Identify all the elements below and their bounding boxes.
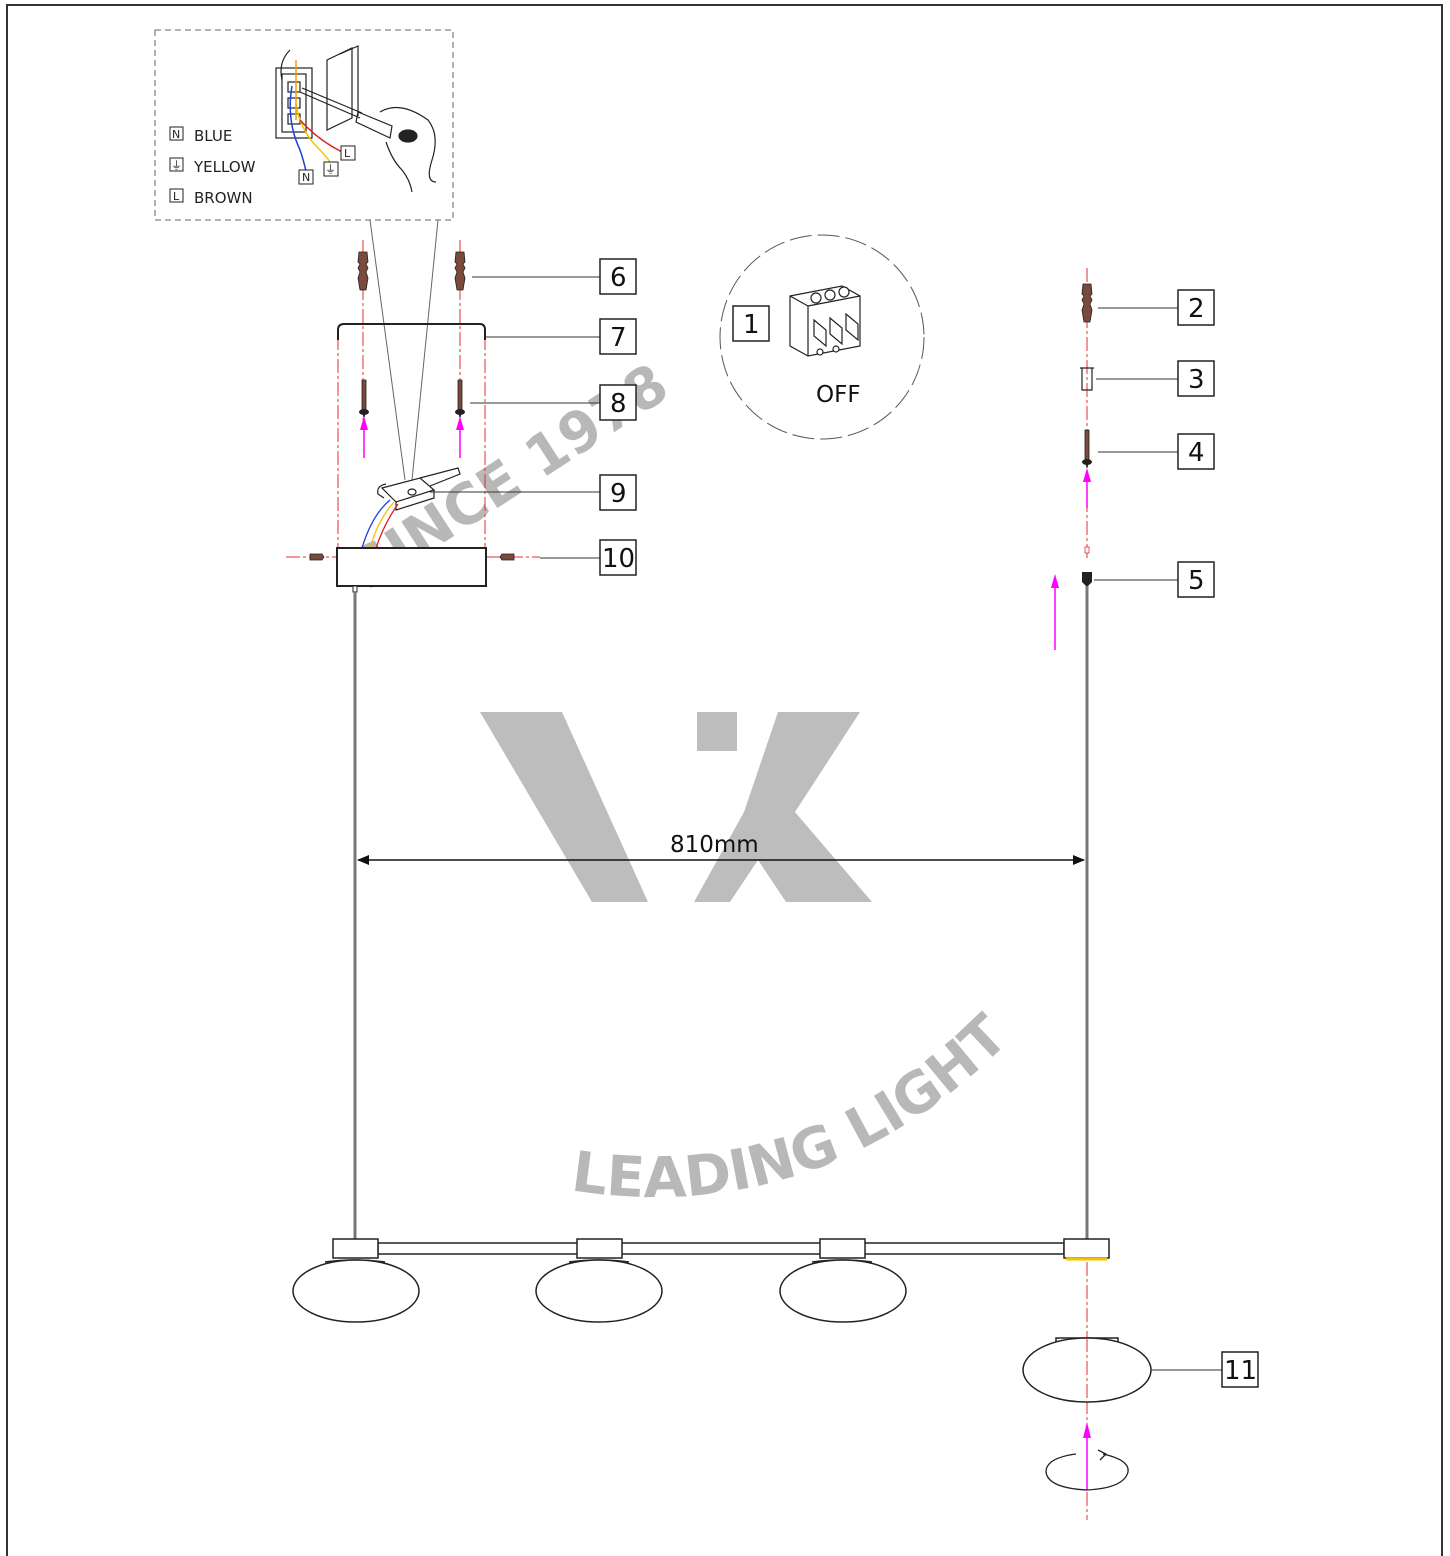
callout-leaders: [430, 276, 1222, 1371]
callout-label: 8: [610, 389, 627, 419]
glass-shade: [779, 1259, 907, 1323]
callout-label: 3: [1188, 365, 1205, 395]
lamp-holder-empty: [1063, 1238, 1110, 1259]
callout-9: 9: [599, 474, 637, 511]
callout-1: 1: [732, 305, 770, 342]
callout-label: 6: [610, 263, 627, 293]
glass-shade: [535, 1259, 663, 1323]
breaker-icon: [789, 285, 861, 357]
legend-label: BLUE: [194, 127, 232, 145]
callout-10: 10: [599, 539, 637, 576]
assembly-arrow: [456, 416, 464, 458]
legend-row-neutral: N BLUE: [169, 126, 232, 145]
callout-label: 11: [1224, 1356, 1257, 1386]
right-suspension-hardware: [1051, 268, 1094, 650]
power-switch-detail: OFF: [719, 234, 925, 440]
switch-state-label: OFF: [816, 382, 861, 408]
canopy: [336, 547, 487, 587]
callout-7: 7: [599, 318, 637, 355]
assembly-arrow: [1083, 1422, 1091, 1490]
terminal-block: [275, 45, 359, 139]
left-mounting-assembly: [286, 240, 540, 593]
callout-label: 4: [1188, 438, 1205, 468]
wire-tag-earth: ⏚: [323, 161, 339, 177]
ceiling-screw: [1082, 429, 1092, 469]
wiring-inset-frame: [154, 29, 454, 221]
wall-plug: [454, 251, 466, 291]
dimension-label: 810mm: [670, 832, 759, 858]
assembly-arrow: [1051, 574, 1059, 650]
watermark-brand-path: LEADING LIGHT: [568, 1003, 1020, 1211]
glass-shade: [292, 1259, 420, 1323]
legend-symbol: ⏚: [171, 159, 182, 172]
gripper-top: [1084, 546, 1090, 554]
callout-5: 5: [1177, 561, 1215, 598]
shade-installation: [1022, 1262, 1152, 1520]
screwdriver-hand: [299, 87, 437, 193]
wire-tag-live: L: [340, 145, 356, 161]
lamp-holder: [332, 1238, 379, 1259]
legend-symbol: N: [172, 128, 180, 141]
callout-3: 3: [1177, 360, 1215, 397]
ceiling-plug: [1081, 283, 1093, 323]
supply-wires: [361, 499, 399, 549]
projection-line: [411, 219, 439, 481]
cable-gland: [352, 585, 358, 593]
watermark-brand: LEADING LIGHT: [568, 1003, 1020, 1211]
callout-label: 2: [1188, 294, 1205, 324]
legend-row-earth: ⏚ YELLOW: [169, 157, 256, 176]
assembly-arrow: [1083, 468, 1091, 508]
callout-6: 6: [599, 258, 637, 295]
wire-tag-label: N: [302, 171, 310, 184]
callout-label: 9: [610, 479, 627, 509]
page-border: [6, 4, 1443, 1556]
lamp-holder: [576, 1238, 623, 1259]
wire-tag-label: ⏚: [325, 163, 336, 176]
wiring-inset: N BLUE ⏚ YELLOW L BROWN: [154, 29, 454, 481]
side-screw: [309, 553, 325, 561]
rotate-icon: [1045, 1449, 1129, 1491]
glass-shades: [292, 1259, 907, 1323]
callout-4: 4: [1177, 433, 1215, 470]
bar-body: [377, 1242, 1065, 1255]
callout-label: 7: [610, 323, 627, 353]
wire-tag-neutral: N: [298, 169, 314, 185]
callout-8: 8: [599, 384, 637, 421]
legend-row-live: L BROWN: [169, 188, 253, 207]
callout-2: 2: [1177, 289, 1215, 326]
cable-gripper: [1082, 572, 1092, 586]
spacer: [1080, 367, 1094, 391]
light-bar: [332, 1238, 1110, 1261]
legend-symbol: L: [173, 190, 180, 203]
wire-tag-label: L: [344, 147, 351, 160]
callout-label: 5: [1188, 566, 1205, 596]
callout-11: 11: [1221, 1351, 1259, 1388]
callout-label: 1: [743, 310, 760, 340]
inset-wires: [289, 60, 343, 173]
wall-plug: [357, 251, 369, 291]
screw: [455, 379, 465, 419]
lamp-holder: [819, 1238, 866, 1259]
projection-line: [369, 219, 406, 481]
callout-label: 10: [602, 544, 635, 574]
assembly-arrow: [360, 416, 368, 458]
suspension-cables: [353, 586, 1089, 1240]
mounting-bracket: [337, 323, 486, 340]
switch-circle: [719, 234, 925, 440]
screw: [359, 379, 369, 419]
glass-shade-loose: [1022, 1337, 1152, 1403]
legend-label: BROWN: [194, 189, 253, 207]
watermark-logo: [480, 712, 872, 902]
dimension-810: 810mm: [357, 832, 1085, 865]
side-screw: [499, 553, 515, 561]
legend-label: YELLOW: [193, 158, 256, 176]
